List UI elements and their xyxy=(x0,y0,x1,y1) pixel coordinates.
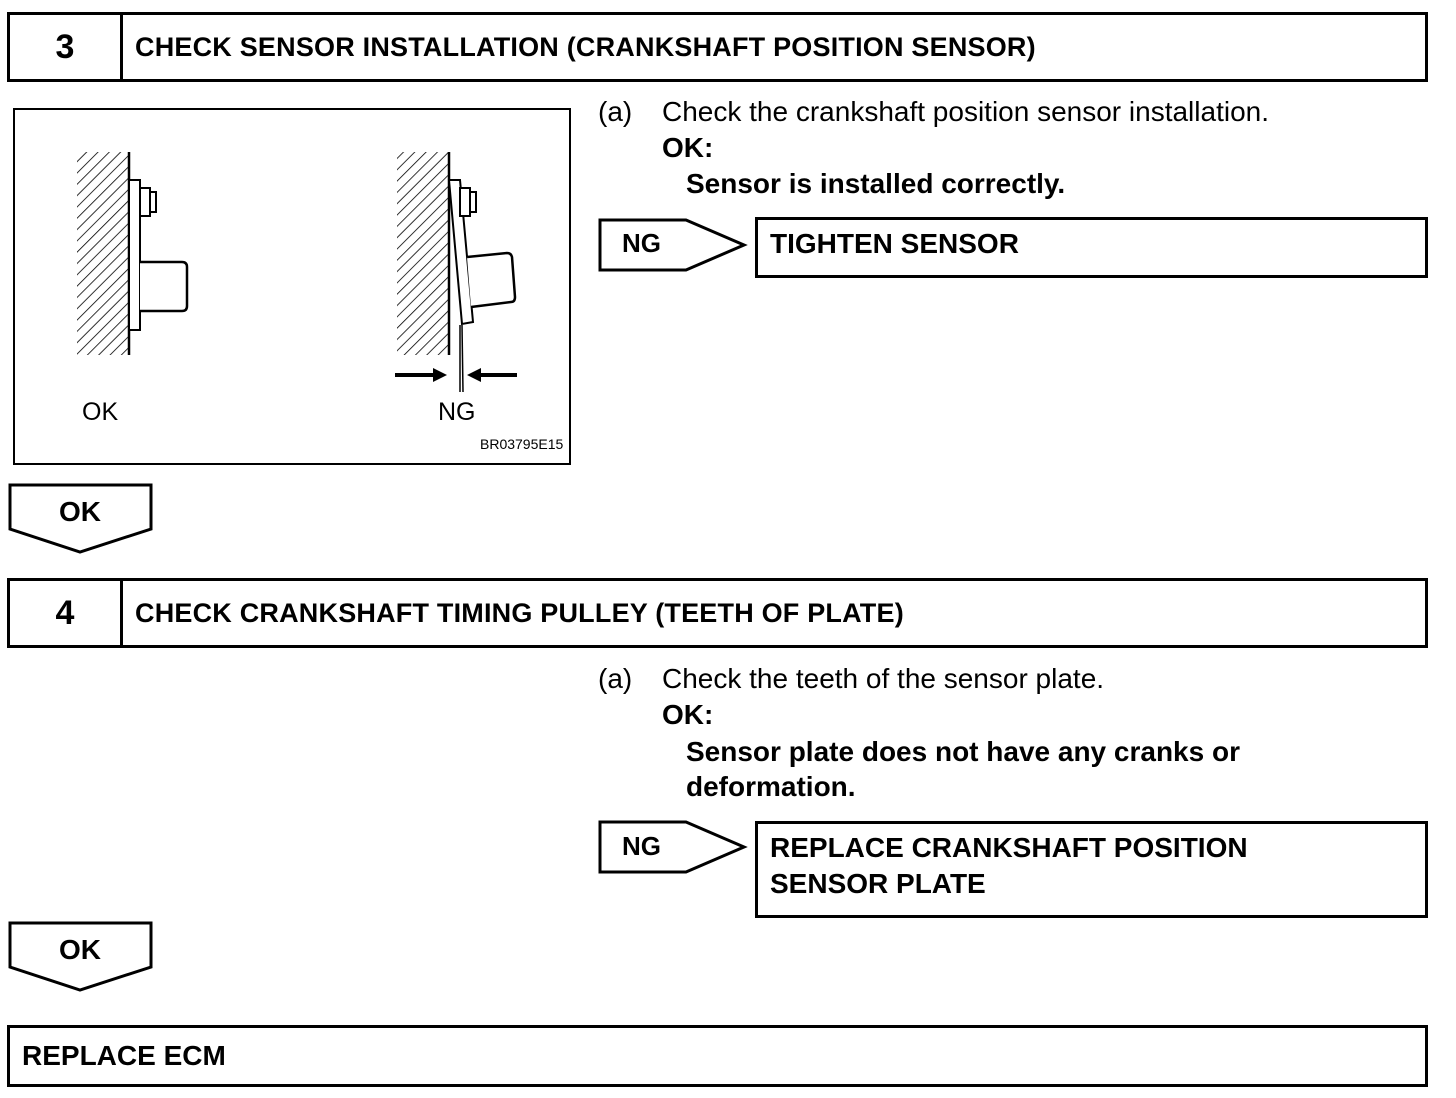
step-4-ok-label: OK: xyxy=(662,699,714,730)
step-3-number: 3 xyxy=(10,15,123,79)
step-3-ok-text: Sensor is installed correctly. xyxy=(686,168,1066,199)
step-3-ok-arrow xyxy=(8,483,153,554)
step-3-header: 3 CHECK SENSOR INSTALLATION (CRANKSHAFT … xyxy=(7,12,1428,82)
step-4-ng-action-line-2: SENSOR PLATE xyxy=(770,868,986,899)
step-4-ok-arrow xyxy=(8,921,153,992)
sensor-installation-drawing xyxy=(77,152,517,393)
step-3-title: CHECK SENSOR INSTALLATION (CRANKSHAFT PO… xyxy=(135,31,1036,62)
step-3-ok-arrow-label: OK xyxy=(59,496,101,527)
step-4-ng-label: NG xyxy=(622,831,661,861)
final-action-box: REPLACE ECM xyxy=(7,1025,1428,1087)
step-4-ok-arrow-label: OK xyxy=(59,934,101,965)
sensor-installation-figure: OK NG BR03795E15 xyxy=(13,108,571,465)
step-3-ng-arrow xyxy=(598,218,748,272)
step-4-header: 4 CHECK CRANKSHAFT TIMING PULLEY (TEETH … xyxy=(7,578,1428,648)
figure-label-ng: NG xyxy=(438,398,476,426)
final-action: REPLACE ECM xyxy=(22,1040,226,1071)
step-3-instruction: Check the crankshaft position sensor ins… xyxy=(662,96,1269,127)
step-4-title: CHECK CRANKSHAFT TIMING PULLEY (TEETH OF… xyxy=(135,597,904,628)
step-3-ok-label: OK: xyxy=(662,132,714,163)
step-4-instruction: Check the teeth of the sensor plate. xyxy=(662,663,1105,694)
figure-label-ok: OK xyxy=(82,398,119,426)
step-4-ok-text-line-1: Sensor plate does not have any cranks or xyxy=(686,736,1240,767)
figure-code: BR03795E15 xyxy=(480,436,564,452)
step-3-instruction-marker: (a) xyxy=(598,96,633,127)
step-4-instruction-marker: (a) xyxy=(598,663,633,694)
step-3-ng-label: NG xyxy=(622,228,661,258)
step-4-ng-action-line-1: REPLACE CRANKSHAFT POSITION xyxy=(770,832,1248,863)
step-4-ng-action: REPLACE CRANKSHAFT POSITION SENSOR PLATE xyxy=(755,821,1428,918)
step-3-ng-action: TIGHTEN SENSOR xyxy=(755,217,1428,278)
step-4-ng-arrow xyxy=(598,820,748,874)
ok-sensor-drawing xyxy=(77,152,189,355)
step-4-ok-text-line-2: deformation. xyxy=(686,771,856,802)
ng-sensor-drawing xyxy=(395,152,517,393)
step-4-number: 4 xyxy=(10,581,123,645)
